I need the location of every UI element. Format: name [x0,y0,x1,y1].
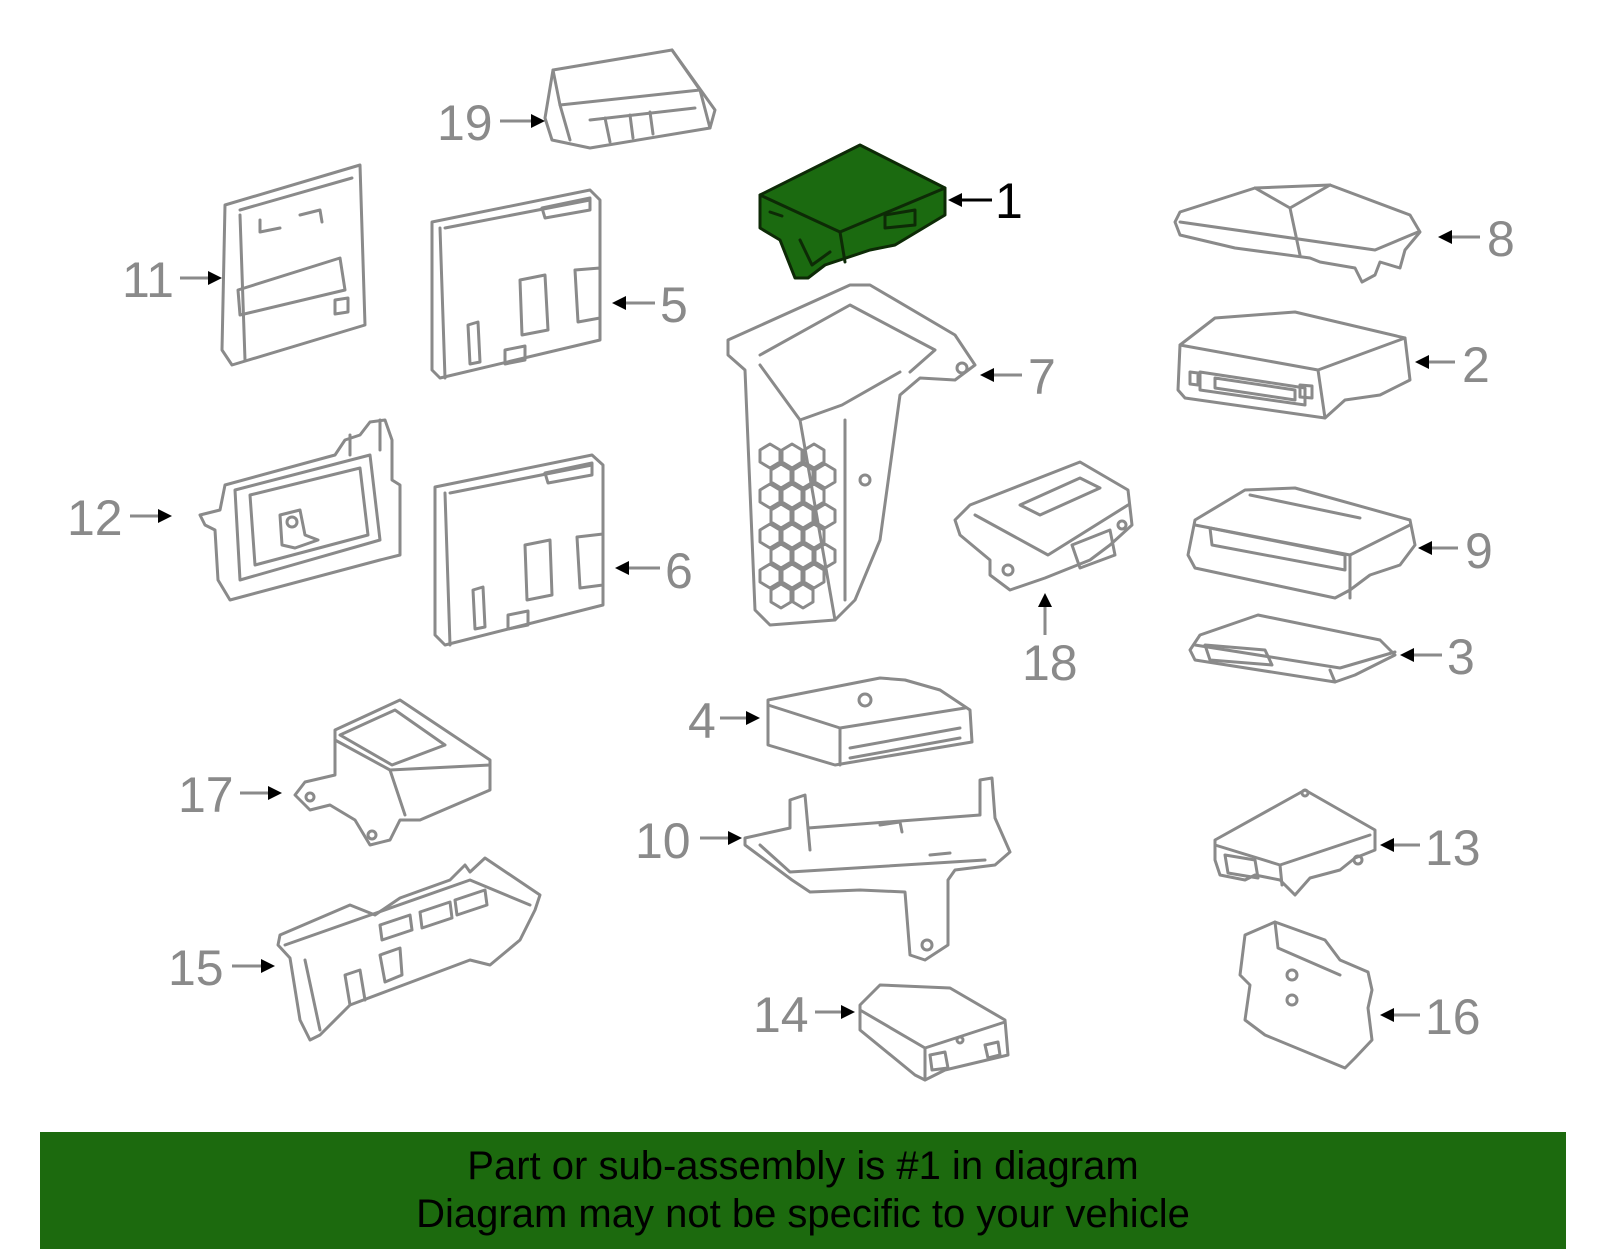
callout-4: 4 [688,693,716,749]
callout-19: 19 [437,95,493,151]
callout-14: 14 [753,987,809,1043]
part-11[interactable] [220,163,367,367]
part-9[interactable] [1186,486,1417,600]
arrow-1 [948,193,992,207]
callout-1: 1 [995,173,1023,229]
callout-9: 9 [1465,523,1493,579]
part-16[interactable] [1238,920,1374,1070]
part-1-highlighted[interactable] [758,143,947,280]
arrow-10 [700,831,742,845]
callout-7: 7 [1028,349,1056,405]
callout-8: 8 [1487,211,1515,267]
arrow-5 [612,296,655,310]
info-banner: Part or sub-assembly is #1 in diagram Di… [40,1132,1566,1249]
callout-15: 15 [168,940,224,996]
arrow-15 [232,959,275,973]
part-18[interactable] [953,460,1134,592]
part-15[interactable] [276,856,542,1042]
banner-line-1: Part or sub-assembly is #1 in diagram [467,1144,1139,1188]
part-6[interactable] [433,453,605,647]
part-5[interactable] [430,188,602,380]
honeycomb [758,442,837,610]
arrow-14 [815,1005,855,1019]
callout-2: 2 [1462,337,1490,393]
part-17[interactable] [293,698,492,847]
callout-12: 12 [67,490,123,546]
callout-3: 3 [1447,629,1475,685]
arrow-18 [1038,593,1052,635]
callout-18: 18 [1022,635,1078,691]
arrow-12 [130,509,172,523]
arrow-3 [1400,648,1442,662]
arrow-9 [1418,541,1458,555]
part-8[interactable] [1173,183,1422,284]
banner-line-2: Diagram may not be specific to your vehi… [416,1192,1190,1236]
arrow-4 [720,711,760,725]
callout-6: 6 [665,543,693,599]
arrow-19 [500,114,545,128]
part-10[interactable] [743,776,1012,962]
arrow-2 [1415,355,1455,369]
part-19[interactable] [543,48,717,150]
arrow-17 [240,786,282,800]
part-2[interactable] [1176,310,1412,420]
part-3[interactable] [1188,613,1397,684]
callout-16: 16 [1425,989,1481,1045]
part-13[interactable] [1213,788,1377,897]
callout-17: 17 [178,767,234,823]
callout-10: 10 [635,813,691,869]
callout-11: 11 [122,252,174,308]
arrow-11 [180,271,222,285]
arrow-16 [1380,1008,1420,1022]
part-12[interactable] [198,418,402,602]
arrow-8 [1438,230,1480,244]
part-14[interactable] [858,983,1010,1082]
arrow-7 [980,368,1022,382]
arrow-6 [615,561,660,575]
callout-5: 5 [660,277,688,333]
arrow-13 [1380,838,1420,852]
part-7[interactable] [726,283,977,627]
callout-13: 13 [1425,820,1481,876]
part-4[interactable] [766,676,974,767]
